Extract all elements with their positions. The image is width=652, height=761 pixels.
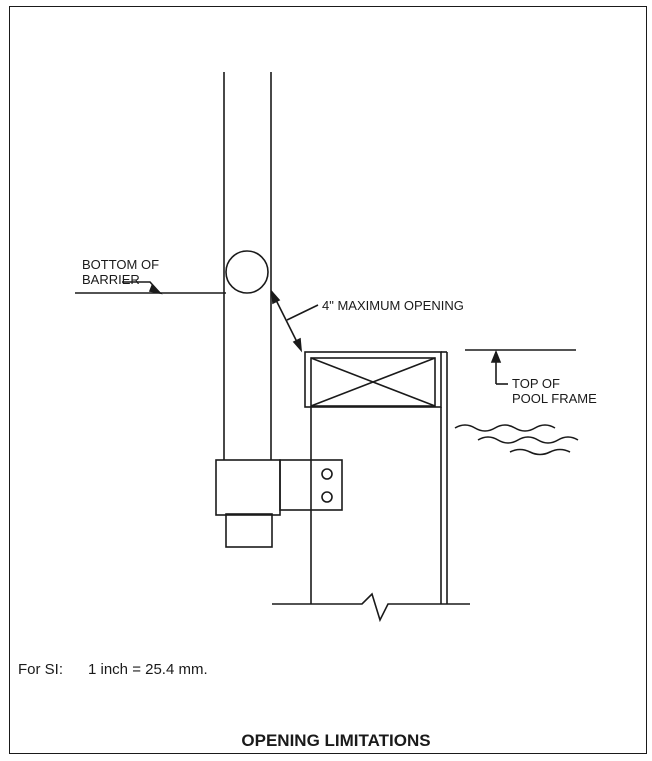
barrier-post-foot — [225, 513, 273, 548]
water-line-1 — [454, 424, 556, 432]
figure-title: OPENING LIMITATIONS — [241, 731, 430, 750]
max-opening-arrow-top — [270, 289, 281, 305]
diagram-frame — [9, 6, 647, 754]
ground-line-break — [272, 592, 470, 623]
max-opening-arrow-bottom — [292, 337, 303, 353]
si-note-text: 1 inch = 25.4 mm. — [88, 661, 208, 678]
max-opening-label: 4" MAXIMUM OPENING — [322, 298, 464, 313]
water-line-2 — [477, 436, 579, 444]
si-note-prefix: For SI: — [18, 661, 63, 678]
clamp-block — [215, 459, 281, 516]
barrier-bottom-rail — [225, 250, 269, 294]
clamp-bolt-bottom — [321, 491, 333, 503]
pool-frame-top-rail — [304, 351, 442, 408]
pool-frame-top-rail-inner — [310, 357, 436, 407]
top-of-pool-frame-label-line1: TOP OF — [512, 376, 560, 391]
top-of-pool-frame-arrowhead — [490, 349, 502, 363]
bottom-of-barrier-label-line2: BARRIER — [82, 272, 140, 287]
top-of-pool-frame-label-line2: POOL FRAME — [512, 391, 597, 406]
clamp-bolt-top — [321, 468, 333, 480]
bottom-of-barrier-label-line1: BOTTOM OF — [82, 257, 159, 272]
pool-frame-rail-cross-b — [310, 357, 436, 407]
water-line-3 — [509, 448, 571, 456]
bottom-of-barrier-arrowhead — [148, 284, 163, 295]
max-opening-leader — [286, 304, 319, 321]
